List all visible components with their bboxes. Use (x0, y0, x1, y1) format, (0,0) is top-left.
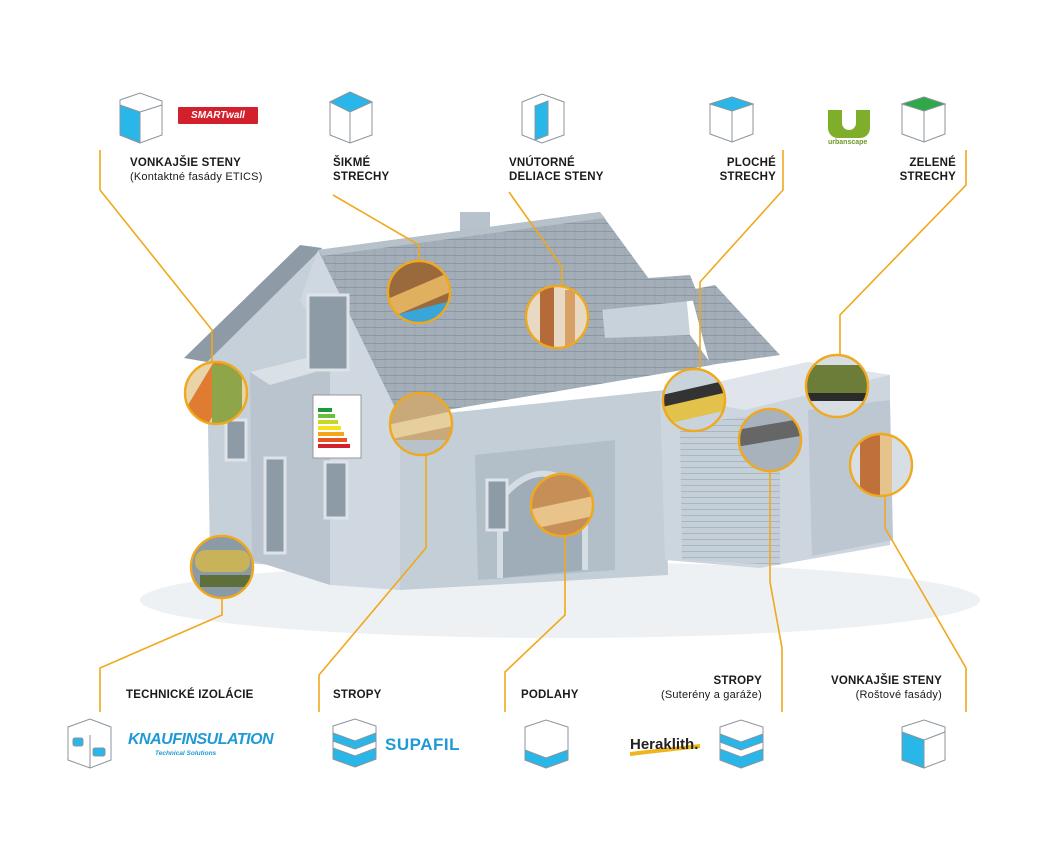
label-pitched-roofs: ŠIKMÉ STRECHY (333, 156, 389, 184)
cube-icon-partition-wall (521, 93, 565, 144)
detail-circle-technicke (191, 536, 253, 598)
heraklith-logo-mark (630, 744, 700, 756)
label-floors: PODLAHY (521, 688, 579, 702)
label-ventilated-facades: VONKAJŠIE STENY (Roštové fasády) (810, 674, 942, 702)
detail-circle-podlahy (531, 474, 593, 536)
detail-circle-ploche (663, 369, 725, 431)
label-line1: VNÚTORNÉ (509, 157, 575, 169)
cube-icon-ceiling (332, 718, 377, 768)
label-sub: (Kontaktné fasády ETICS) (130, 171, 263, 183)
knauf-insulation-subtitle: Technical Solutions (155, 750, 217, 757)
smartwall-logo: SMARTwall (178, 107, 258, 124)
label-title: VONKAJŠIE STENY (130, 157, 241, 169)
label-technical-insulation: TECHNICKÉ IZOLÁCIE (126, 688, 254, 702)
label-line1: PLOCHÉ (726, 157, 776, 169)
label-partition-walls: VNÚTORNÉ DELIACE STENY (509, 156, 604, 184)
heraklith-logo: Heraklith. (630, 736, 699, 753)
detail-circle-rost (850, 434, 912, 496)
detail-circle-etics (185, 362, 247, 424)
label-line2: DELIACE STENY (509, 171, 604, 183)
urbanscape-mark (828, 110, 870, 138)
label-title: STROPY (713, 675, 762, 687)
label-title: VONKAJŠIE STENY (831, 675, 942, 687)
cube-icon-basement-ceiling (719, 719, 764, 769)
urbanscape-logo: urbanscape (828, 110, 874, 146)
label-title: TECHNICKÉ IZOLÁCIE (126, 689, 254, 701)
cube-icon-exterior-wall (119, 92, 163, 144)
label-green-roofs: ZELENÉ STRECHY (860, 156, 956, 184)
supafil-logo: SUPAFIL (385, 735, 460, 754)
label-line2: STRECHY (333, 171, 390, 183)
urbanscape-text: urbanscape (828, 139, 868, 146)
detail-circle-stropy-sut (739, 409, 801, 471)
label-flat-roofs: PLOCHÉ STRECHY (680, 156, 776, 184)
callout-lines (99, 150, 967, 712)
label-line1: ŠIKMÉ (333, 157, 371, 169)
cube-icon-pitched-roof (328, 91, 374, 144)
label-line1: ZELENÉ (909, 157, 956, 169)
label-basement-ceilings: STROPY (Suterény a garáže) (630, 674, 762, 702)
detail-circle-vnutorne (526, 286, 588, 348)
label-sub: (Suterény a garáže) (660, 689, 762, 701)
label-ceilings: STROPY (333, 688, 382, 702)
knauf-insulation-logo: KNAUFINSULATION (128, 731, 274, 748)
cube-icon-technical (67, 718, 112, 769)
cube-icon-flat-roof (708, 96, 755, 143)
label-title: STROPY (333, 689, 382, 701)
detail-circle-zelene (806, 355, 868, 417)
label-exterior-walls-etics: VONKAJŠIE STENY (Kontaktné fasády ETICS) (130, 156, 263, 184)
cube-icon-ventilated-facade (901, 719, 946, 769)
label-sub: (Roštové fasády) (855, 689, 942, 701)
label-line2: STRECHY (899, 171, 956, 183)
cube-icon-floor (524, 719, 569, 769)
cube-icon-green-roof (900, 96, 947, 143)
label-title: PODLAHY (521, 689, 579, 701)
label-line2: STRECHY (719, 171, 776, 183)
